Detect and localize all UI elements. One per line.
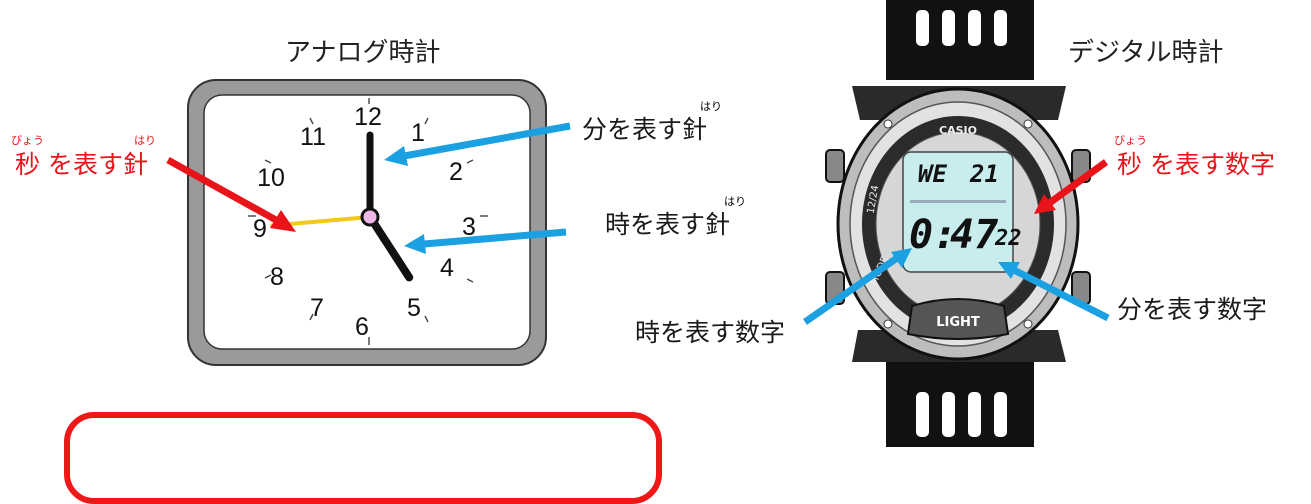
lcd-hours: 0 [909,212,934,258]
ruby-second-2: はり [134,134,156,147]
diagram-canvas: 12 1 2 3 4 5 6 7 8 9 10 11 [166,0,1110,447]
clock-number-2: 2 [449,158,463,186]
arrow-hour-digits [803,255,899,325]
lcd-seconds: 22 [995,226,1022,251]
arrow-minute-digits [1012,266,1110,322]
clock-number-7: 7 [310,294,324,322]
hour-hand [366,213,414,282]
strap-bottom [886,350,1034,447]
lcd-date: 21 [970,160,999,188]
clock-number-1: 1 [411,119,425,147]
lcd-minutes: 47 [950,212,999,258]
hand-pivot [360,207,380,227]
clock-number-8: 8 [270,263,284,291]
light-button[interactable] [906,298,1010,340]
arrow-second-hand [166,156,287,229]
clock-number-11: 11 [300,123,326,151]
clock-number-3: 3 [462,213,476,241]
label-minute-hand: 分を表す針 [582,115,708,144]
label-second-hand: 秒 を表す針 [15,150,148,179]
lcd-screen [902,151,1014,273]
label-second-digits: 秒 を表す数字 [1117,150,1275,179]
clock-number-5: 5 [407,294,421,322]
strap-top [886,0,1034,80]
arrows [166,122,1110,325]
clock-number-9: 9 [253,215,267,243]
label-minute-digits: 分を表す数字 [1117,295,1268,324]
callout-box [64,412,662,504]
label-hour-digits: 時を表す数字 [635,318,786,347]
digital-watch-title: デジタル時計 [1068,38,1224,68]
mode-12-24-label: 12/24 [866,184,882,214]
ruby-second-digits: びょう [1114,134,1147,147]
arrow-second-digits [1045,159,1109,207]
tick-marks [248,98,488,345]
clock-number-12: 12 [354,103,382,131]
brand-label: CASIO [939,124,977,137]
lcd-day: WE [918,160,947,188]
lcd-colon: : [933,212,958,258]
light-button-label: LIGHT [936,315,980,330]
digital-watch: CASIO 12/24 MODE LIGHT [825,0,1091,447]
ruby-minute-hand: はり [700,100,722,113]
clock-number-10: 10 [257,164,285,192]
ruby-second-1: びょう [11,134,44,147]
clock-number-4: 4 [440,254,454,282]
arrow-hour-hand [423,228,567,248]
ruby-hour-hand: はり [724,195,746,208]
analog-clock-title: アナログ時計 [285,38,441,68]
label-hour-hand: 時を表す針 [605,210,731,239]
arrow-minute-hand [403,122,571,160]
clock-number-6: 6 [355,313,369,341]
analog-clock: 12 1 2 3 4 5 6 7 8 9 10 11 [187,79,547,366]
